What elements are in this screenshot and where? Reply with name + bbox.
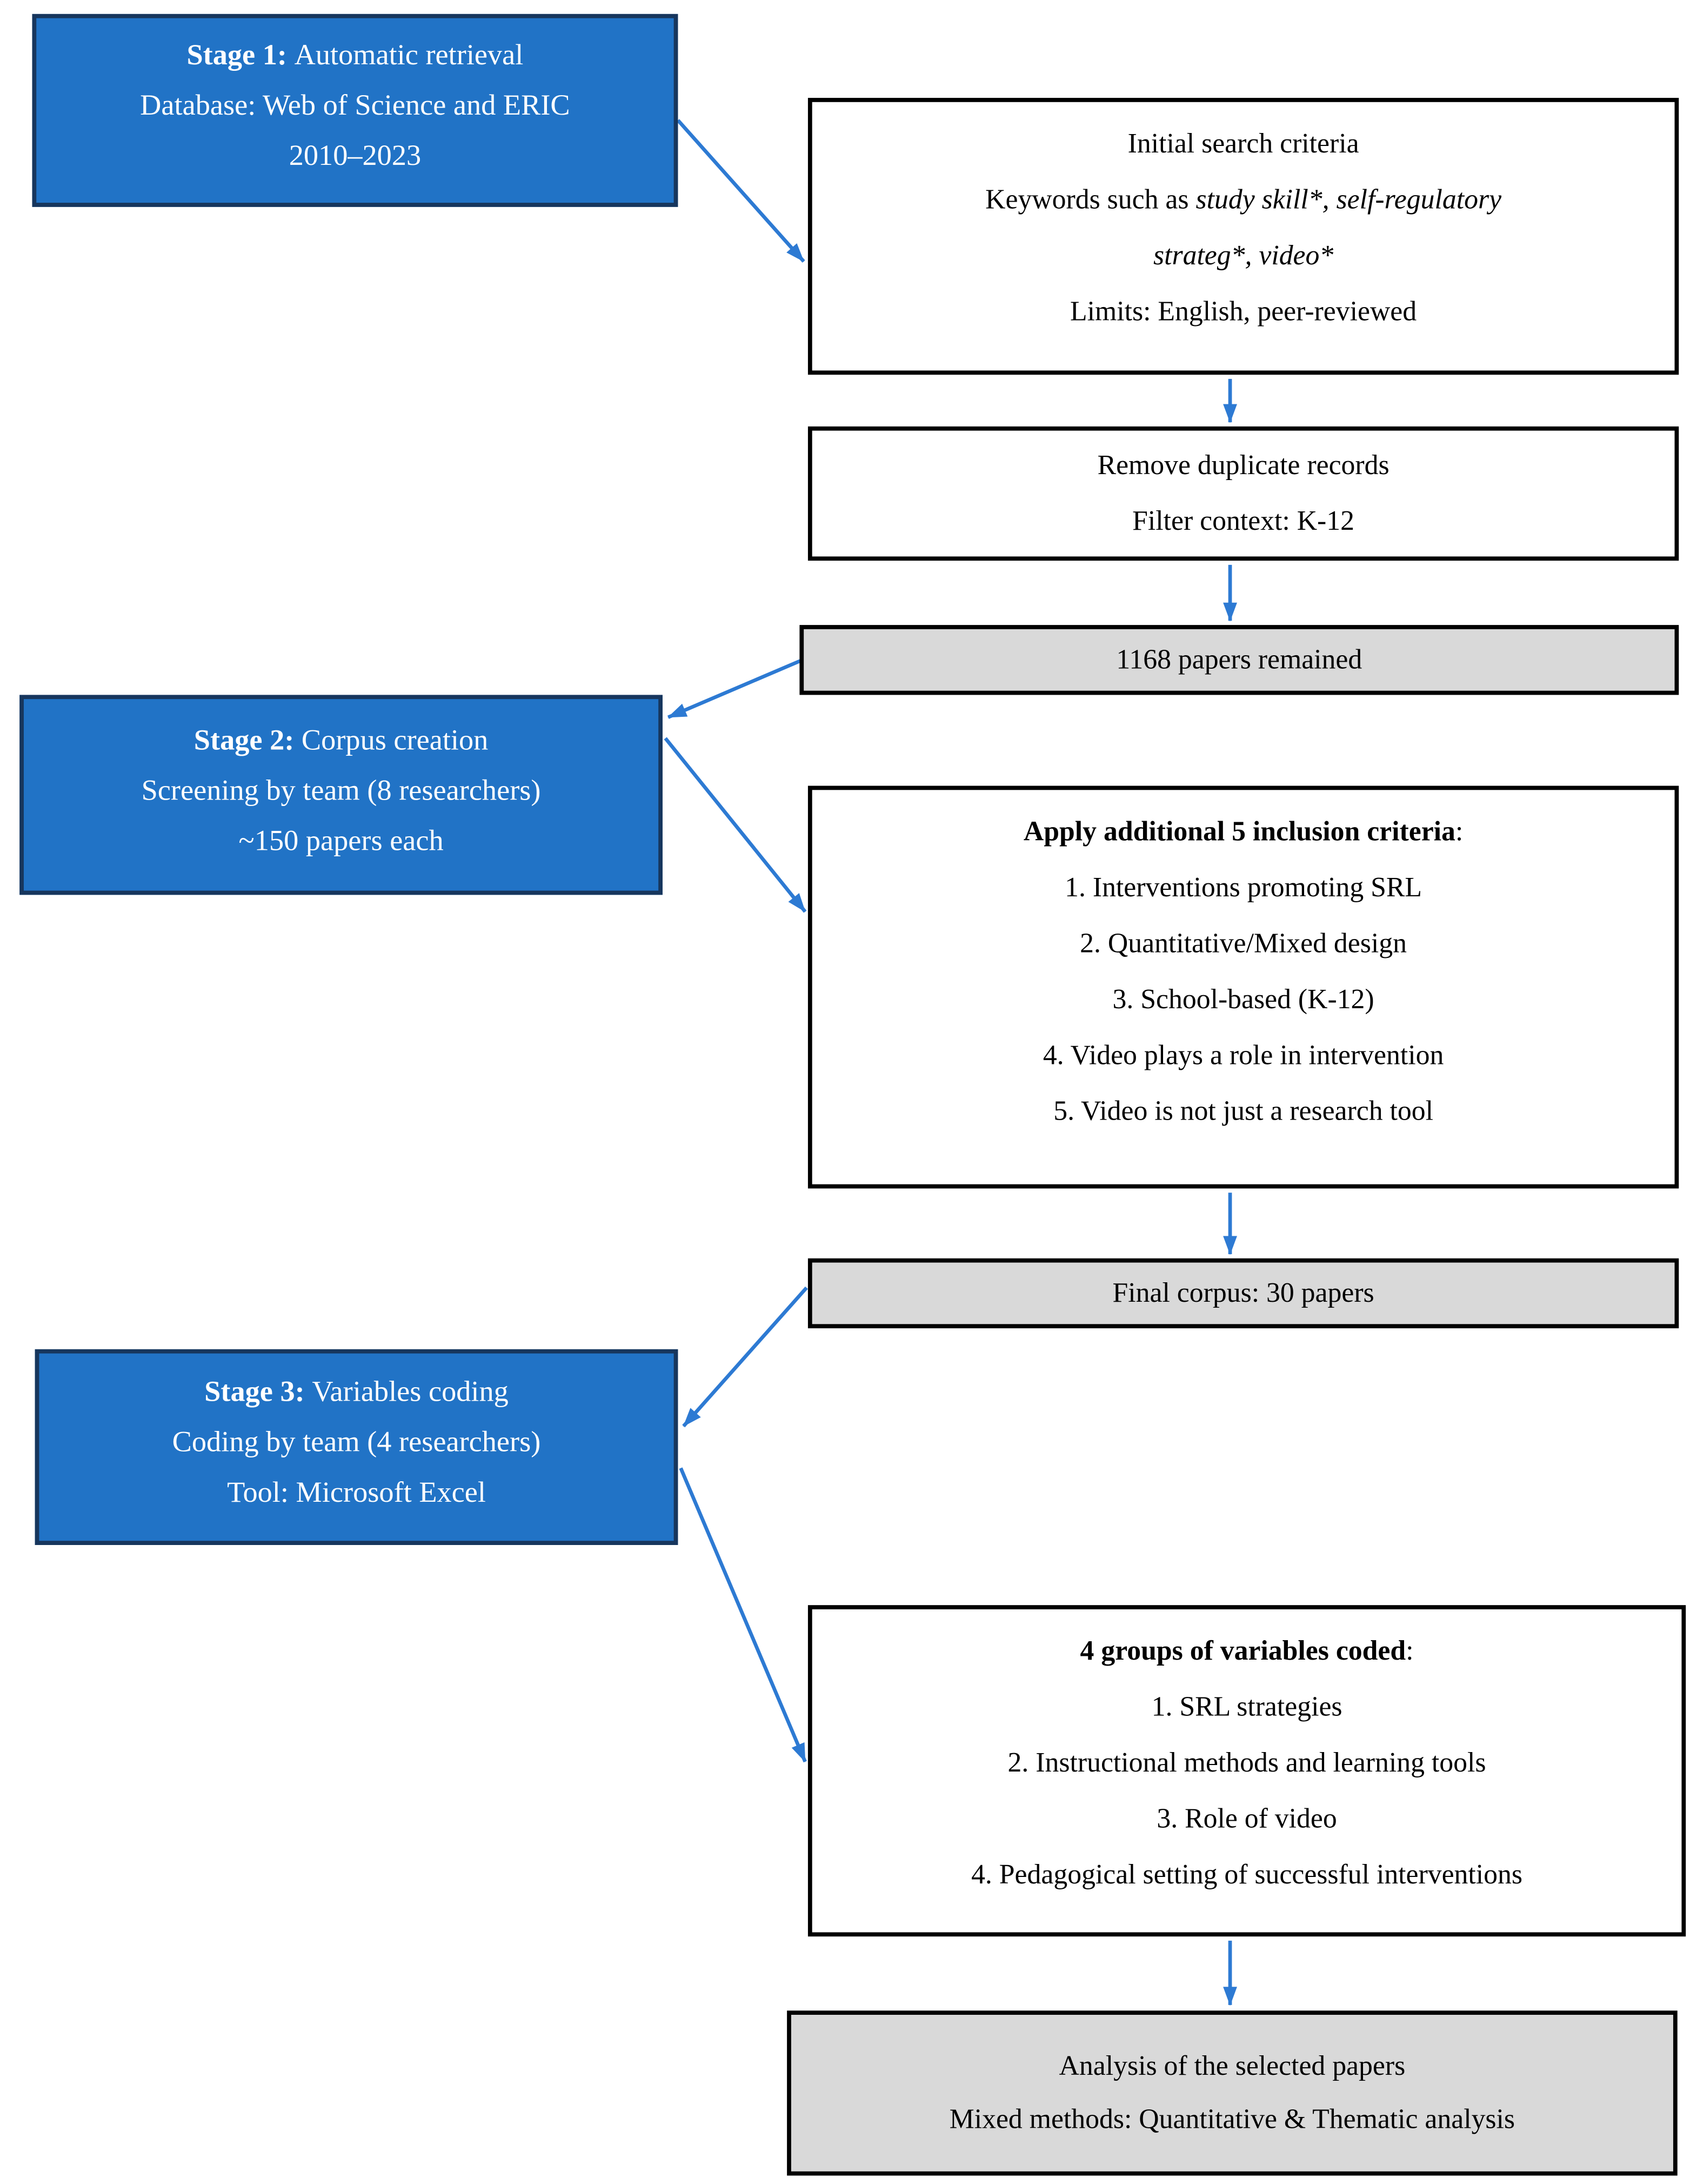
variables-coded-box: 4 groups of variables coded: 1. SRL stra… <box>807 1605 1686 1937</box>
stage3-line3: Tool: Microsoft Excel <box>227 1475 486 1509</box>
arrow-stage1-to-initial-search <box>676 119 805 263</box>
papers-remained-box: 1168 papers remained <box>799 625 1679 695</box>
inclusion-criteria-item: 4. Video plays a role in intervention <box>1043 1040 1444 1071</box>
variables-coded-item: 3. Role of video <box>1157 1803 1337 1835</box>
stage3-label: Stage 3: <box>204 1374 312 1408</box>
inclusion-criteria-box: Apply additional 5 inclusion criteria: 1… <box>807 785 1679 1189</box>
stage3-title: Variables coding <box>312 1374 509 1408</box>
arrow-corpus-to-stage3 <box>682 1286 808 1428</box>
variables-coded-item: 1. SRL strategies <box>1151 1692 1342 1723</box>
inclusion-criteria-title-line: Apply additional 5 inclusion criteria: <box>1024 804 1463 860</box>
stage3-line2: Coding by team (4 researchers) <box>172 1424 541 1459</box>
inclusion-criteria-item: 2. Quantitative/Mixed design <box>1080 928 1407 960</box>
stage1-title-line: Stage 1: Automatic retrieval <box>186 29 523 79</box>
analysis-box: Analysis of the selected papers Mixed me… <box>787 2010 1678 2176</box>
inclusion-criteria-item: 5. Video is not just a research tool <box>1053 1096 1433 1127</box>
initial-search-line2-plain: Keywords such as <box>985 184 1196 216</box>
analysis-line1: Analysis of the selected papers <box>1059 2051 1406 2082</box>
stage3-title-line: Stage 3: Variables coding <box>204 1366 509 1416</box>
remove-duplicates-line1: Remove duplicate records <box>1097 450 1390 481</box>
inclusion-criteria-colon: : <box>1455 816 1464 848</box>
initial-search-line4: Limits: English, peer-reviewed <box>1070 296 1417 328</box>
inclusion-criteria-item: 3. School-based (K-12) <box>1112 984 1374 1015</box>
initial-search-line2-italic: study skill*, self-regulatory <box>1195 184 1502 216</box>
variables-coded-title-line: 4 groups of variables coded: <box>1080 1623 1414 1679</box>
arrow-stage2-to-criteria <box>664 737 807 913</box>
papers-remained-text: 1168 papers remained <box>1116 644 1362 676</box>
final-corpus-text: Final corpus: 30 papers <box>1112 1277 1374 1309</box>
analysis-line2: Mixed methods: Quantitative & Thematic a… <box>949 2104 1515 2135</box>
stage2-label: Stage 2: <box>193 722 302 756</box>
final-corpus-box: Final corpus: 30 papers <box>807 1258 1679 1329</box>
stage2-line2: Screening by team (8 researchers) <box>141 772 541 807</box>
remove-duplicates-line2: Filter context: K-12 <box>1132 506 1355 537</box>
stage2-title: Corpus creation <box>301 722 489 756</box>
remove-duplicates-box: Remove duplicate records Filter context:… <box>807 426 1679 561</box>
stage1-line2: Database: Web of Science and ERIC <box>140 88 570 122</box>
initial-search-line1: Initial search criteria <box>1127 128 1359 159</box>
stage1-line3: 2010–2023 <box>289 138 422 172</box>
variables-coded-colon: : <box>1406 1636 1414 1667</box>
stage1-box: Stage 1: Automatic retrieval Database: W… <box>32 14 678 207</box>
arrow-1168-to-stage2 <box>667 658 803 719</box>
initial-search-line3: strateg*, video* <box>1153 240 1334 271</box>
arrow-stage3-to-variables <box>679 1467 807 1763</box>
variables-coded-title: 4 groups of variables coded <box>1080 1636 1406 1667</box>
initial-search-line2: Keywords such as study skill*, self-regu… <box>985 172 1501 228</box>
stage2-title-line: Stage 2: Corpus creation <box>194 714 489 764</box>
inclusion-criteria-title: Apply additional 5 inclusion criteria <box>1023 816 1455 848</box>
stage2-box: Stage 2: Corpus creation Screening by te… <box>19 695 663 895</box>
inclusion-criteria-item: 1. Interventions promoting SRL <box>1065 872 1422 903</box>
stage1-title: Automatic retrieval <box>294 37 524 71</box>
stage3-box: Stage 3: Variables coding Coding by team… <box>35 1349 678 1545</box>
stage1-label: Stage 1: <box>186 37 295 71</box>
stage2-line3: ~150 papers each <box>238 823 444 857</box>
variables-coded-item: 2. Instructional methods and learning to… <box>1007 1748 1486 1779</box>
variables-coded-item: 4. Pedagogical setting of successful int… <box>971 1859 1523 1890</box>
initial-search-box: Initial search criteria Keywords such as… <box>807 98 1679 375</box>
